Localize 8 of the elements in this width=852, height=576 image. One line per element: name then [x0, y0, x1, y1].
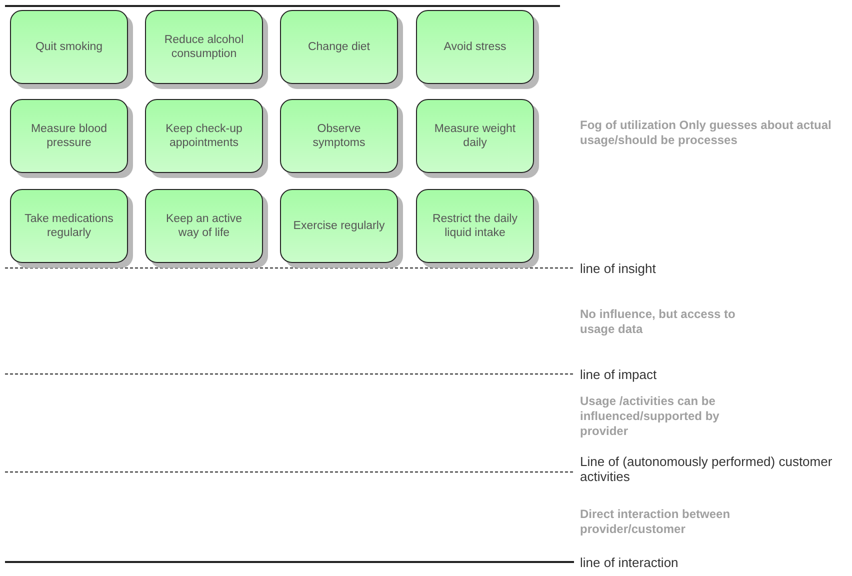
- line-label: line of impact: [580, 367, 658, 382]
- zone-description: Usage /activities can be influenced/supported by provider: [580, 394, 720, 439]
- line-label: Line of (autonomously performed) customer activities: [580, 454, 834, 484]
- line-label: line of insight: [580, 261, 657, 276]
- zone-description: Direct interaction between provider/customer: [580, 507, 732, 537]
- line-label: line of interaction: [580, 555, 680, 570]
- zone-description: No influence, but access to usage data: [580, 307, 736, 337]
- zone-description: Fog of utilization Only guesses about actual usage/should be processes: [580, 118, 832, 148]
